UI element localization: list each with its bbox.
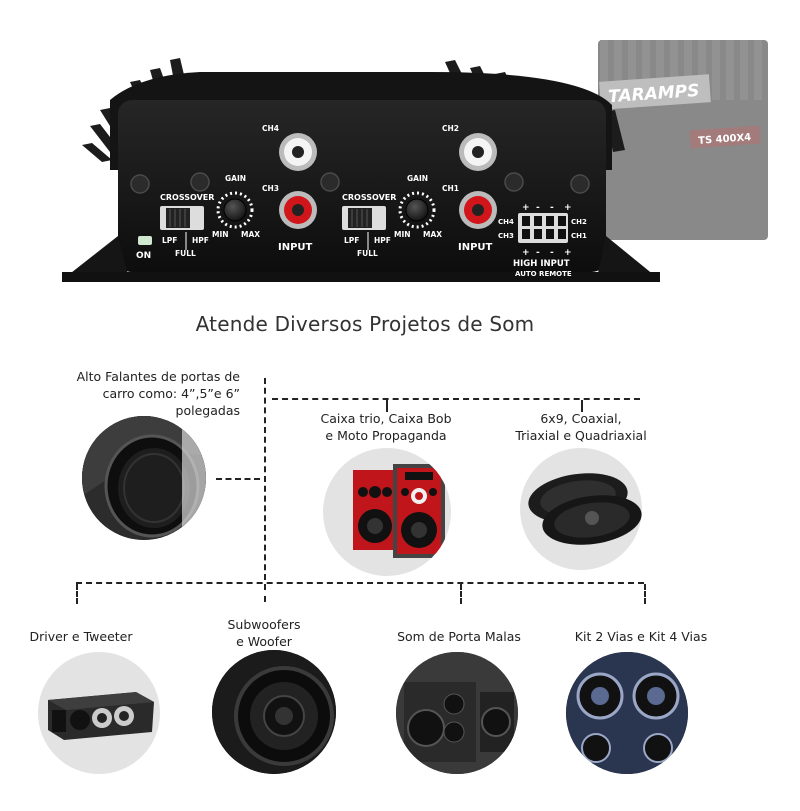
connector-driver-drop (76, 584, 78, 604)
door-speakers-line2: carro como: 4”,5”e 6” polegadas (102, 386, 240, 418)
lpf-label-left: LPF (162, 236, 177, 245)
full-label-right: FULL (357, 249, 378, 258)
high-input-plug[interactable] (518, 213, 568, 243)
plus-sign-2: + (564, 203, 572, 213)
minus-sign-4: - (550, 248, 554, 258)
plus-sign-3: + (522, 248, 530, 258)
coaxial-photo (520, 448, 642, 570)
connector-bottom-horizontal (76, 582, 644, 584)
auto-remote-label: AUTO REMOTE (515, 270, 572, 278)
subwoofer-photo (212, 650, 336, 774)
door-speaker-photo (82, 416, 206, 540)
subwoofers-label: Subwoofers e Woofer (204, 616, 324, 650)
connector-trunk-drop (460, 584, 462, 604)
right-controls: CROSSOVER LPF HPF FULL GAIN MIN MAX CH2 … (342, 124, 497, 258)
hi-ch1-label: CH1 (571, 232, 587, 240)
connector-door-link (216, 478, 260, 480)
driver-tweeter-line1: Driver e Tweeter (29, 629, 133, 644)
trio-box-photo (323, 448, 451, 576)
section-heading: Atende Diversos Projetos de Som (195, 312, 535, 336)
minus-sign-3: - (536, 248, 540, 258)
crossover-label-left: CROSSOVER (160, 193, 214, 202)
driver-tweeter-photo (38, 652, 160, 774)
kit-vias-line1: Kit 2 Vias e Kit 4 Vias (574, 629, 708, 644)
subwoofers-line1: Subwoofers (227, 617, 301, 632)
hi-ch4-label: CH4 (498, 218, 514, 226)
trunk-sound-line1: Som de Porta Malas (397, 629, 521, 644)
kit-vias-photo (566, 652, 688, 774)
hi-ch3-label: CH3 (498, 232, 514, 240)
ch4-label: CH4 (262, 124, 279, 133)
plus-sign-1: + (522, 203, 530, 213)
high-input-connector: + - - + CH4 CH3 CH2 CH1 + - - + HIGH INP… (498, 203, 587, 278)
crossover-label-right: CROSSOVER (342, 193, 396, 202)
door-speakers-line1: Alto Falantes de portas de (76, 369, 240, 384)
connector-coaxial-drop (581, 400, 583, 412)
gain-label-right: GAIN (407, 174, 428, 183)
connector-main-vertical (264, 378, 266, 580)
on-label: ON (136, 251, 151, 261)
full-label-left: FULL (175, 249, 196, 258)
coaxial-label: 6x9, Coaxial, Triaxial e Quadriaxial (496, 410, 666, 444)
ch2-label: CH2 (442, 124, 459, 133)
lpf-label-right: LPF (344, 236, 359, 245)
connector-trio-drop (386, 400, 388, 412)
panel-screws (130, 172, 590, 194)
minus-sign-2: - (550, 203, 554, 213)
input-label-left: INPUT (278, 242, 313, 253)
kit-vias-label: Kit 2 Vias e Kit 4 Vias (556, 628, 726, 645)
connector-top-horizontal (272, 398, 640, 400)
trio-box-line1: Caixa trio, Caixa Bob (320, 411, 452, 426)
gain-knob-right[interactable] (405, 198, 429, 222)
gain-knob-left[interactable] (223, 198, 247, 222)
background-model-text: TS 400X4 (698, 132, 752, 147)
minus-sign-1: - (536, 203, 540, 213)
ch1-label: CH1 (442, 184, 459, 193)
hpf-label-right: HPF (374, 236, 391, 245)
hi-ch2-label: CH2 (571, 218, 587, 226)
hpf-label-left: HPF (192, 236, 209, 245)
subwoofers-line2: e Woofer (236, 634, 292, 649)
plus-sign-4: + (564, 248, 572, 258)
connector-sub-drop (264, 584, 266, 602)
trio-box-label: Caixa trio, Caixa Bob e Moto Propaganda (296, 410, 476, 444)
driver-tweeter-label: Driver e Tweeter (26, 628, 136, 645)
min-label-left: MIN (212, 230, 229, 239)
ch3-label: CH3 (262, 184, 279, 193)
left-controls: CROSSOVER LPF HPF FULL GAIN MIN MAX CH4 … (136, 124, 317, 261)
max-label-left: MAX (241, 230, 260, 239)
power-led (138, 236, 152, 245)
input-label-right: INPUT (458, 242, 493, 253)
amplifier-panel-image: TARAMPS TS 400X4 (62, 40, 768, 282)
door-speakers-label: Alto Falantes de portas de carro como: 4… (40, 368, 240, 419)
trio-box-line2: e Moto Propaganda (325, 428, 447, 443)
coaxial-line2: Triaxial e Quadriaxial (515, 428, 647, 443)
trunk-sound-label: Som de Porta Malas (384, 628, 534, 645)
coaxial-line1: 6x9, Coaxial, (540, 411, 622, 426)
trunk-sound-photo (396, 652, 518, 774)
gain-label-left: GAIN (225, 174, 246, 183)
high-input-label: HIGH INPUT (513, 259, 570, 269)
min-label-right: MIN (394, 230, 411, 239)
background-amplifier: TARAMPS TS 400X4 (590, 40, 768, 240)
max-label-right: MAX (423, 230, 442, 239)
connector-kit-drop (644, 584, 646, 604)
